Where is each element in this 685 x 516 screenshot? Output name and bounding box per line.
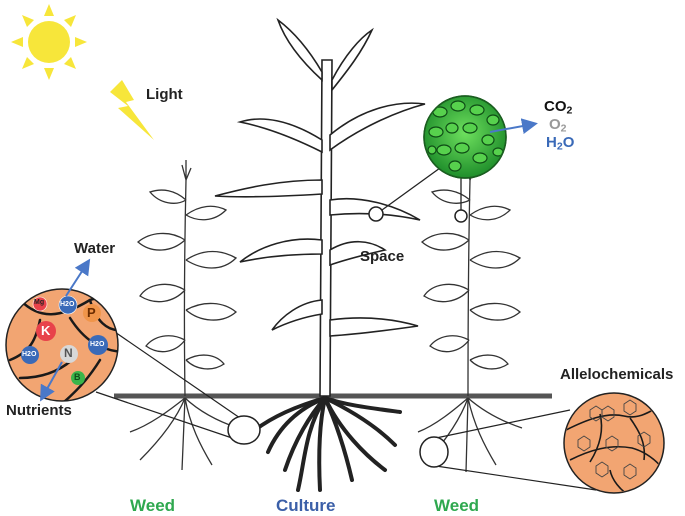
weed-leaf-marker bbox=[454, 209, 468, 223]
weed-left-label: Weed bbox=[130, 496, 176, 515]
gas-exchange-arrow bbox=[489, 118, 538, 135]
sun-icon bbox=[11, 4, 87, 80]
water-label: Water bbox=[74, 240, 116, 257]
o2-label: O2 bbox=[549, 116, 567, 135]
weed-right-plant bbox=[417, 160, 523, 473]
light-label: Light bbox=[146, 86, 183, 103]
h2o-label: H2O bbox=[546, 134, 575, 153]
allelo-connector-bottom bbox=[435, 465, 597, 491]
soil-nutrients-magnified bbox=[5, 288, 119, 402]
soil-connector-bottom bbox=[95, 391, 239, 441]
culture-plant bbox=[214, 17, 426, 397]
culture-root-marker bbox=[227, 415, 261, 445]
culture-roots bbox=[253, 396, 402, 492]
culture-leaf-marker bbox=[368, 206, 384, 222]
allelochemicals-label: Allelochemicals bbox=[560, 366, 674, 383]
co2-label: CO2 bbox=[544, 98, 573, 117]
allelo-connector-top bbox=[435, 409, 571, 439]
leaf-connector bbox=[381, 167, 441, 211]
nutrients-label: Nutrients bbox=[6, 402, 72, 419]
ion-h2o-b: H2O bbox=[22, 351, 37, 358]
soil-connector-top bbox=[111, 329, 241, 419]
allelochemicals-magnified bbox=[563, 392, 665, 494]
lightning-icon bbox=[110, 80, 154, 140]
weed-left-plant bbox=[129, 160, 239, 471]
culture-label: Culture bbox=[276, 496, 336, 515]
space-label: Space bbox=[360, 248, 405, 265]
ion-h2o-c: H2O bbox=[90, 341, 105, 348]
weed-root-marker bbox=[419, 436, 449, 468]
nutrients-arrow bbox=[40, 361, 63, 402]
ion-p: P bbox=[87, 305, 96, 320]
water-arrow bbox=[65, 258, 91, 297]
leaf-cells-magnified bbox=[423, 95, 507, 179]
ion-h2o-a: H2O bbox=[60, 301, 75, 308]
ion-mg: Mg bbox=[34, 299, 45, 306]
ion-b: B bbox=[74, 372, 81, 382]
ion-k: K bbox=[41, 323, 51, 338]
ion-n: N bbox=[64, 346, 73, 360]
weed-right-label: Weed bbox=[434, 496, 480, 515]
